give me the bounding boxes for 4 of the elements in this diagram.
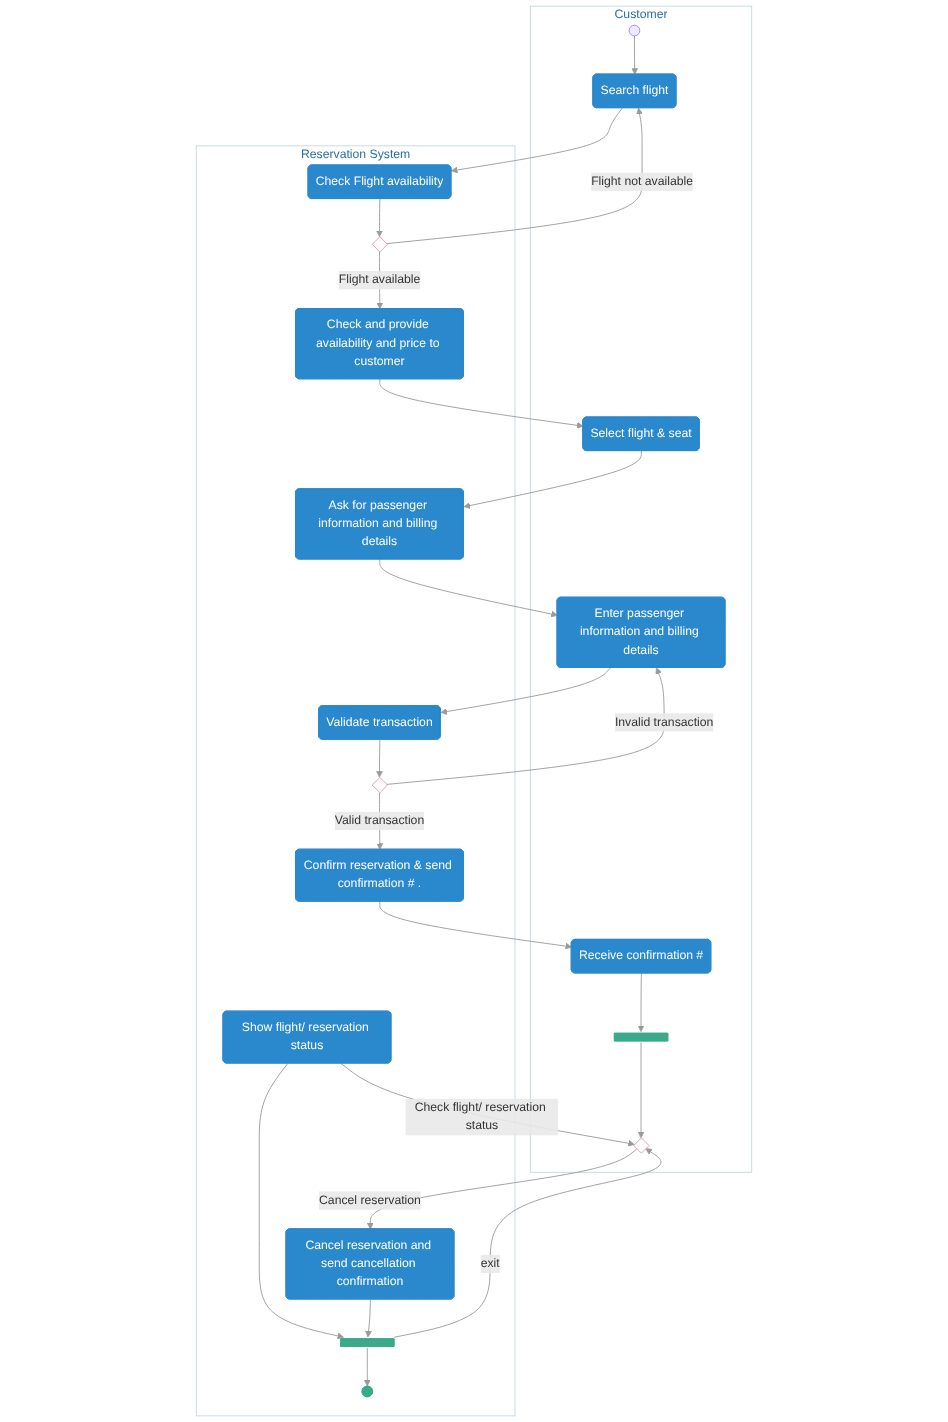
node-circle (628, 24, 641, 37)
node-diamond (371, 777, 388, 794)
node-diamond (633, 1137, 650, 1154)
node-diamond (371, 236, 388, 253)
